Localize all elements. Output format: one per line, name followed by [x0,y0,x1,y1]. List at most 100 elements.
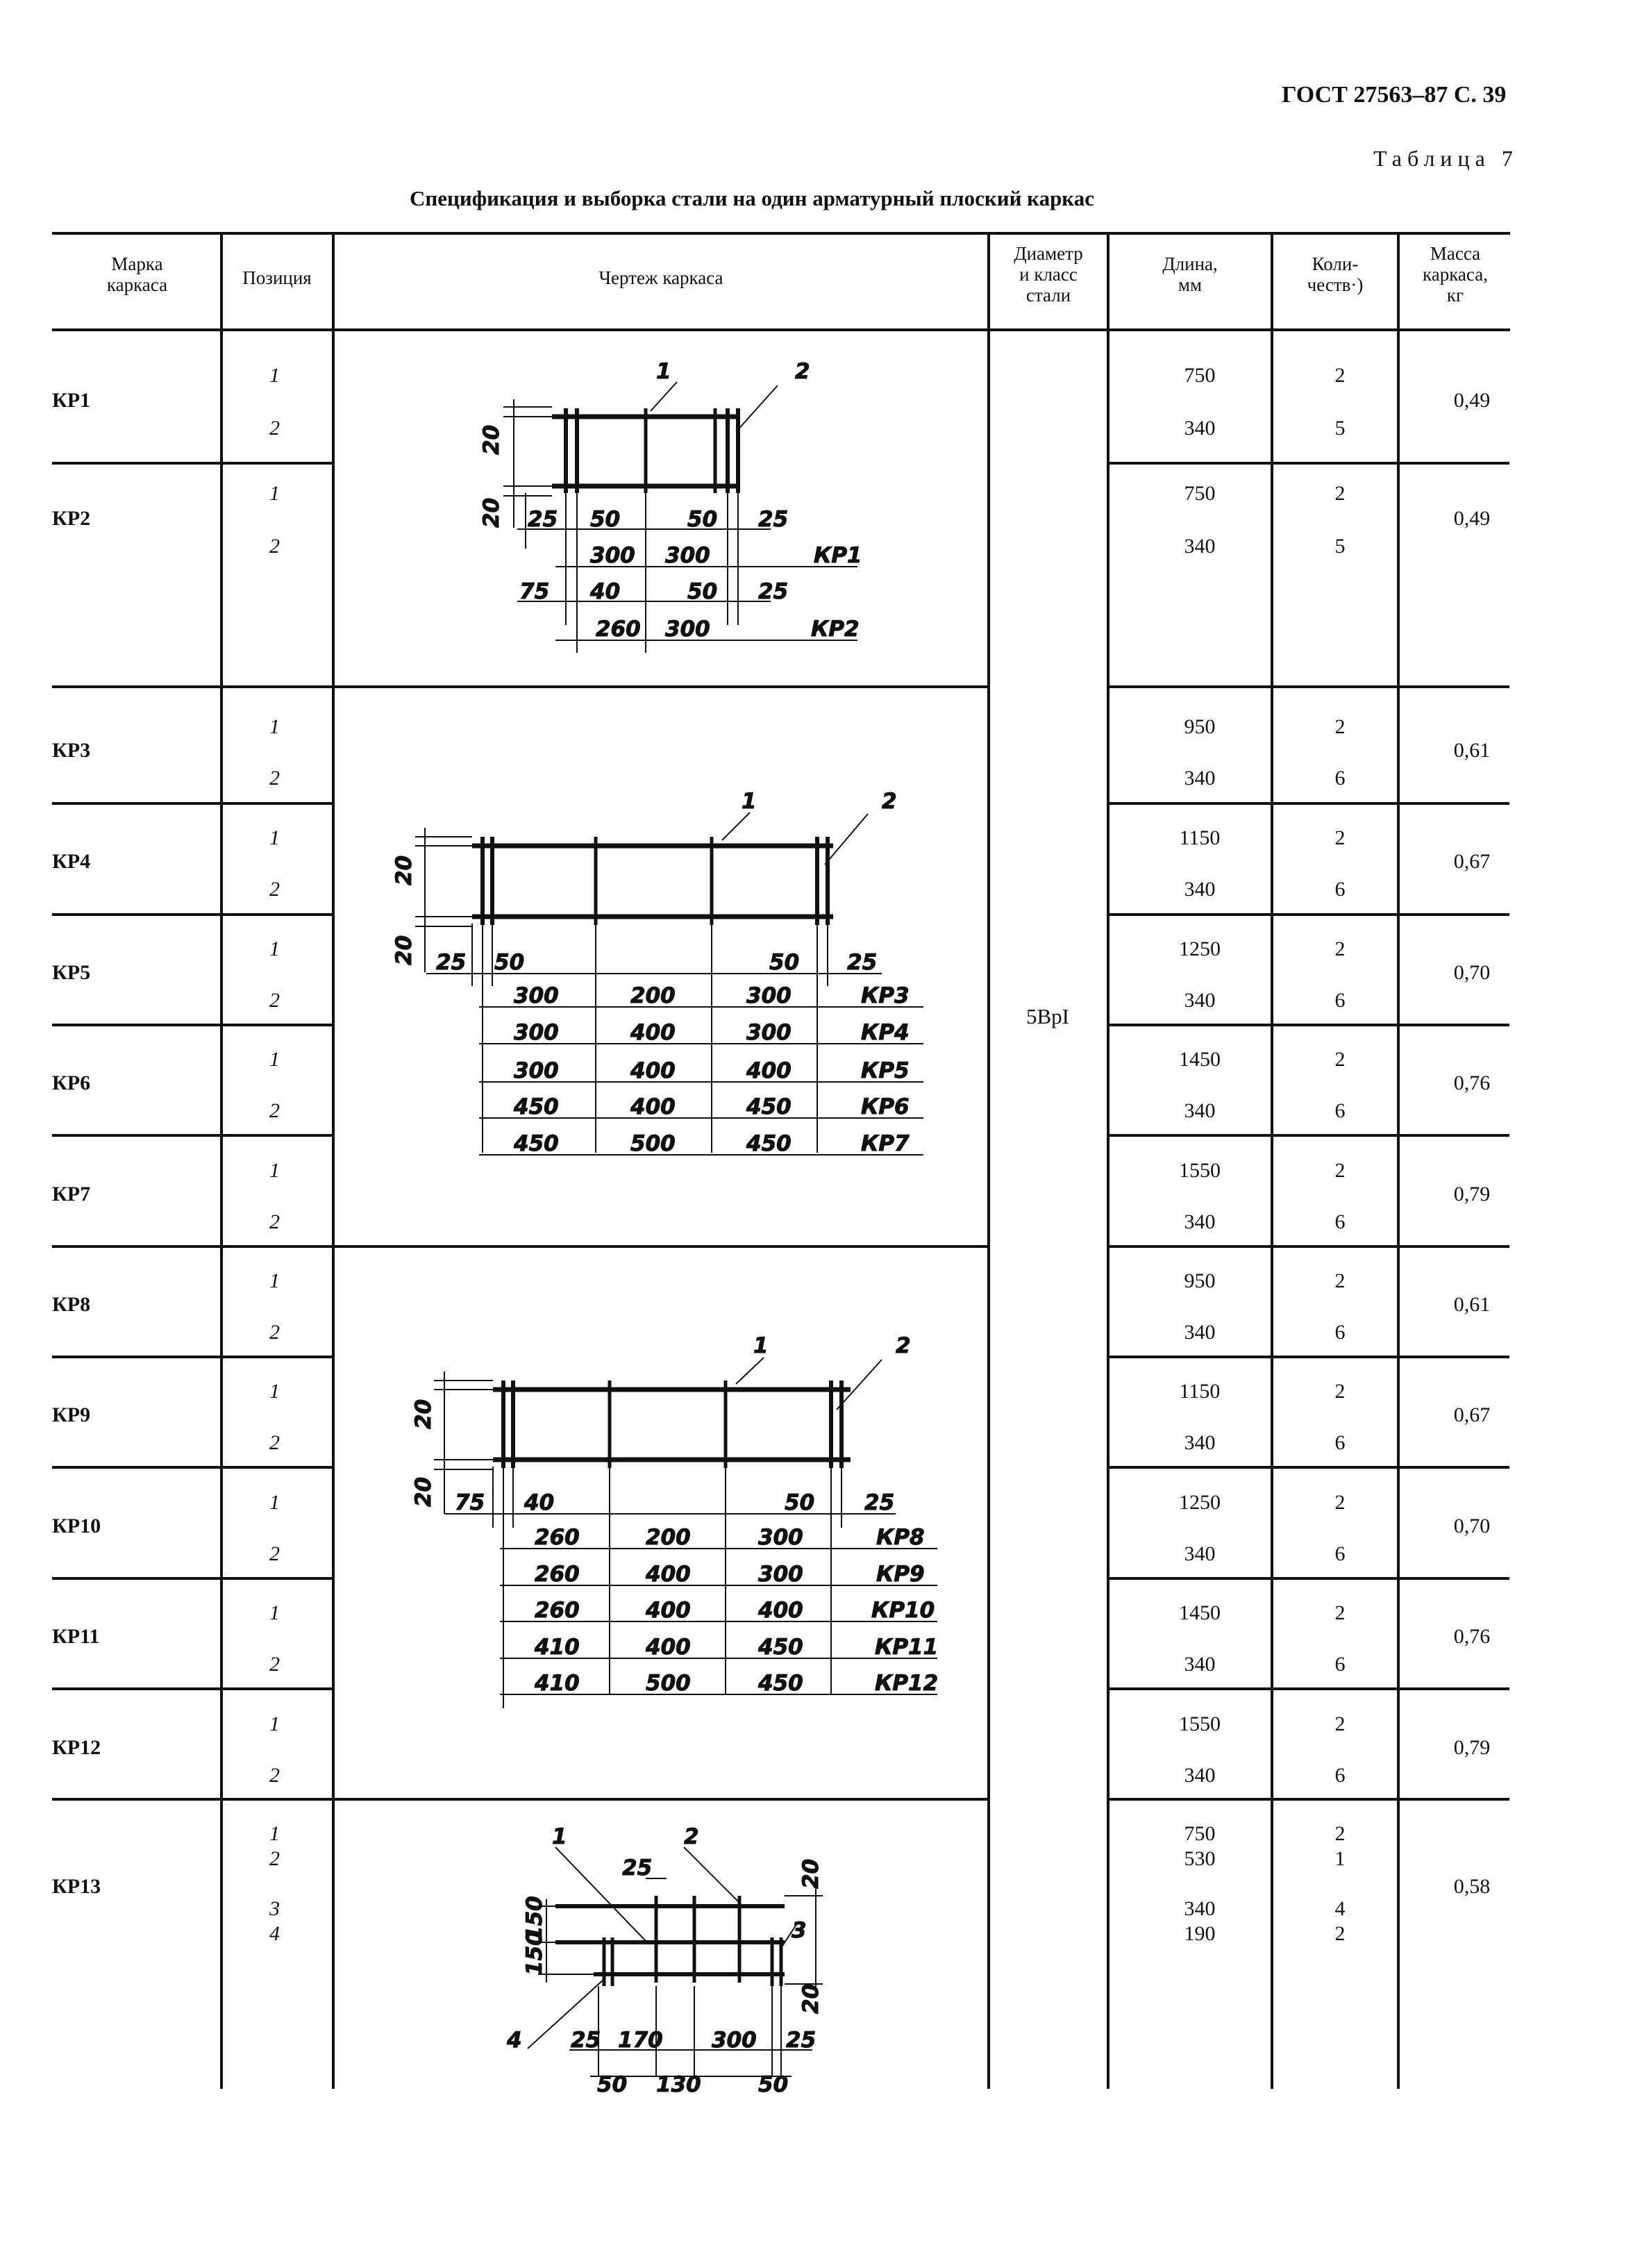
row-mass: 0,49 [1453,389,1491,412]
row-mark: КР9 [52,1403,91,1426]
row-length: 1250 [1179,937,1221,960]
row-rule [52,913,334,916]
header-bottom-rule [52,328,1510,331]
row-quantity: 2 [1334,1822,1346,1845]
row-quantity: 2 [1334,364,1346,387]
row-mark: КР2 [52,507,91,530]
page-header: ГОСТ 27563–87 С. 39 [1282,82,1507,108]
dim-label: КР12 [875,1671,938,1696]
dim-label: 260 [596,617,641,642]
row-position: 2 [269,1542,280,1565]
dim-label: 75 [519,579,549,604]
row-length: 1150 [1179,1380,1221,1403]
row-rule [1107,1245,1509,1248]
row-length: 340 [1184,1764,1216,1787]
callout-label: 2 [896,1333,911,1358]
dim-label: 50 [769,950,799,975]
row-length: 1550 [1179,1712,1221,1735]
row-position: 3 [269,1897,280,1920]
row-position: 1 [269,826,280,849]
row-mark: КР1 [52,389,91,412]
row-length: 750 [1184,482,1216,505]
row-position: 1 [269,1491,280,1514]
dim-label: 260 [535,1598,580,1623]
row-quantity: 2 [1334,1922,1346,1945]
row-quantity: 6 [1334,1321,1346,1344]
row-rule [1107,1024,1509,1026]
row-length: 1450 [1179,1048,1221,1071]
row-mass: 0,67 [1453,850,1491,873]
row-rule [1107,1577,1509,1580]
dim-label: 200 [646,1525,691,1550]
row-rule [1107,462,1509,465]
row-length: 340 [1184,1210,1216,1233]
row-rule [1107,1466,1509,1469]
row-quantity: 6 [1334,1542,1346,1565]
row-quantity: 4 [1334,1897,1346,1920]
row-rule [52,1134,334,1137]
dim-label: 25 [436,950,466,975]
dim-label: 300 [514,1058,559,1083]
row-quantity: 2 [1334,937,1346,960]
dim-label: 400 [757,1598,803,1623]
row-mark: КР13 [52,1875,101,1898]
row-rule [1107,1134,1509,1137]
dim-label: 300 [590,543,635,568]
row-length: 950 [1184,715,1216,738]
row-length: 190 [1184,1922,1216,1945]
dim-label: 170 [618,2028,663,2053]
dim-label: КР9 [876,1562,925,1587]
callout-label: 2 [882,789,897,814]
row-quantity: 6 [1334,1764,1346,1787]
dim-label: 25 [786,2028,816,2053]
row-length: 750 [1184,364,1216,387]
row-quantity: 6 [1334,1099,1346,1122]
row-mass: 0,67 [1453,1403,1491,1426]
row-mass: 0,49 [1453,507,1491,530]
dim-label: КР1 [814,543,862,568]
row-position: 1 [269,1601,280,1624]
dim-label: 50 [785,1490,814,1515]
dim-label: КР7 [861,1131,910,1156]
row-length: 530 [1184,1847,1216,1870]
row-position: 1 [269,364,280,387]
col-header-drawing: Чертеж каркаса [598,267,723,288]
dim-label: 300 [665,617,710,642]
row-mass: 0,76 [1453,1625,1491,1648]
row-rule [52,1687,334,1690]
col-header-quantity: Коли-честв·) [1307,253,1364,295]
dim-label: 25 [864,1490,894,1515]
row-mark: КР10 [52,1515,101,1537]
dim-label: 25 [758,579,788,604]
drawing-kp13: 1 2 3 4 25 20 150 150 20 25 170 300 25 5… [506,1824,824,2098]
dim-label: 450 [757,1635,803,1660]
row-position: 2 [269,989,280,1012]
row-mark: КР6 [52,1072,91,1094]
row-mark: КР8 [52,1293,91,1316]
row-quantity: 2 [1334,1491,1346,1514]
dim-label: 300 [746,1020,792,1045]
row-mass: 0,58 [1453,1875,1491,1898]
row-mass: 0,61 [1453,739,1491,762]
row-rule [1107,1687,1509,1690]
dim-label: 20 [798,1984,823,2014]
row-mass: 0,70 [1453,961,1491,984]
row-rule [52,462,334,465]
row-position: 1 [269,715,280,738]
row-quantity: 2 [1334,826,1346,849]
callout-label: 1 [742,789,757,814]
row-mass: 0,79 [1453,1736,1491,1759]
row-length: 340 [1184,417,1216,440]
row-position: 2 [269,417,280,440]
row-position: 1 [269,1159,280,1182]
row-rule [52,685,989,688]
row-rule [1107,1356,1509,1358]
dim-label: 450 [513,1131,559,1156]
dim-label: 500 [630,1131,676,1156]
callout-label: 4 [506,2028,522,2053]
row-length: 340 [1184,767,1216,790]
col-divider [1107,232,1109,2089]
drawing-kp3-kp7: 1 2 20 20 25 50 50 25 300 200 300 КР3 30… [392,789,923,1157]
